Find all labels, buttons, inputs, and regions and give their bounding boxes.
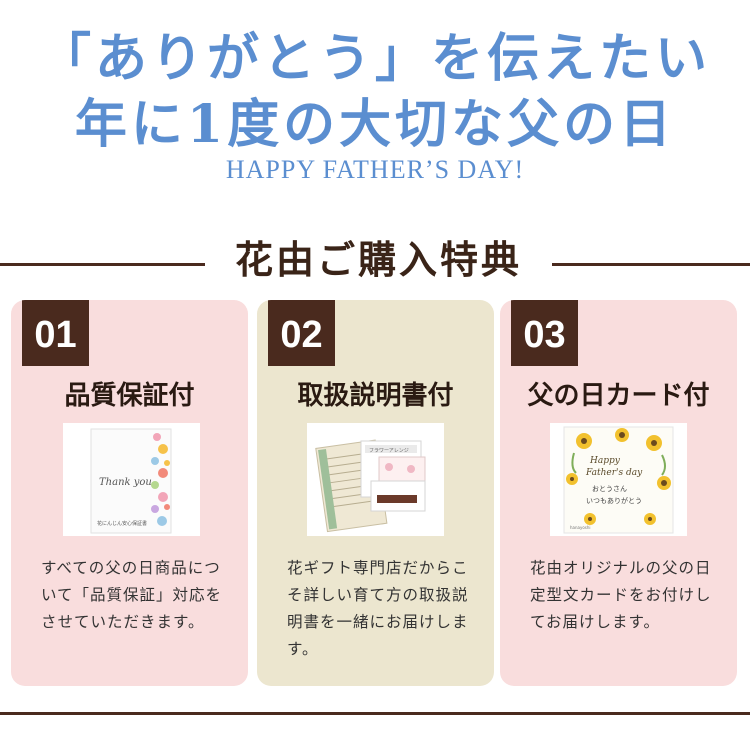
section-rule-left — [0, 263, 205, 266]
card-message-line1: おとうさん — [592, 485, 627, 493]
section-rule-right — [552, 263, 750, 266]
benefit-card-fathers-day-card: 03 父の日カード付 Happy Father's day おとうさん いつもあ… — [500, 300, 737, 686]
guarantee-footer-text: 花にんじん安心保証書 — [97, 520, 147, 527]
benefit-card-quality: 01 品質保証付 Thank you 花にんじん安心保証書 すべての父の日商品に… — [11, 300, 248, 686]
fathers-day-card-image: Happy Father's day おとうさん いつもありがとう hanayo… — [550, 423, 687, 536]
card-script-fathers-day: Father's day — [585, 468, 643, 478]
card-title: 品質保証付 — [64, 381, 195, 411]
card-title: 父の日カード付 — [527, 381, 710, 411]
card-number: 01 — [22, 300, 89, 366]
section-title: 花由ご購入特典 — [234, 237, 522, 282]
hero-line-1: 「ありがとう」を伝えたい — [38, 28, 711, 89]
card-message-line2: いつもありがとう — [586, 496, 642, 505]
manual-doc-title: フラワーアレンジ — [369, 448, 409, 454]
thank-you-text: Thank you — [99, 477, 152, 488]
thank-you-card-image: Thank you 花にんじん安心保証書 — [63, 423, 200, 536]
hero-english-subtitle: HAPPY FATHER’S DAY! — [225, 155, 525, 184]
card-description: 花ギフト専門店だからこそ詳しい育て方の取扱説明書を一緒にお届けします。 — [287, 559, 469, 658]
card-script-happy: Happy — [589, 456, 621, 466]
benefit-card-manual: 02 取扱説明書付 フラワーアレンジ 花ギフト — [257, 300, 494, 686]
card-title: 取扱説明書付 — [297, 381, 454, 411]
card-description: すべての父の日商品について「品質保証」対応をさせていただきます。 — [41, 559, 223, 631]
card-number: 03 — [511, 300, 578, 366]
care-manual-image: フラワーアレンジ — [307, 423, 444, 536]
card-description: 花由オリジナルの父の日定型文カードをお付けしてお届けします。 — [530, 559, 712, 631]
card-number: 02 — [268, 300, 335, 366]
card-brand: hanayoshi — [570, 525, 591, 530]
bottom-rule — [0, 712, 750, 715]
hero-line-2: 年に1度の大切な父の日 — [74, 94, 676, 155]
